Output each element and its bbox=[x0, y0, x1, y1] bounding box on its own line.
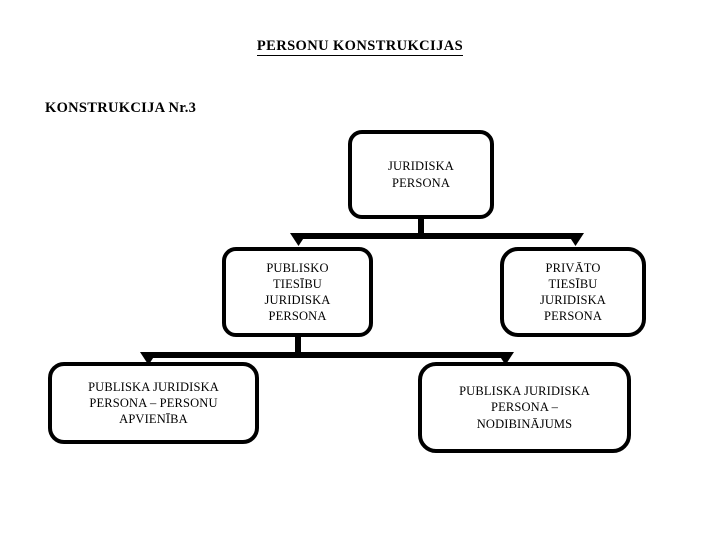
node-nodibinajums-label: PUBLISKA JURIDISKA PERSONA – NODIBINĀJUM… bbox=[459, 384, 590, 431]
page-title: PERSONU KONSTRUKCIJAS bbox=[0, 38, 720, 56]
node-publisko-tiesibu-juridiska-persona-label: PUBLISKO TIESĪBU JURIDISKA PERSONA bbox=[264, 260, 331, 324]
page-title-text: PERSONU KONSTRUKCIJAS bbox=[256, 38, 464, 56]
node-juridiska-persona[interactable]: JURIDISKA PERSONA bbox=[348, 130, 494, 219]
construction-subtitle: KONSTRUKCIJA Nr.3 bbox=[45, 100, 197, 116]
node-publisko-tiesibu-juridiska-persona[interactable]: PUBLISKO TIESĪBU JURIDISKA PERSONA bbox=[222, 247, 373, 337]
node-personu-apvieniba-label: PUBLISKA JURIDISKA PERSONA – PERSONU APV… bbox=[88, 379, 219, 427]
connector-top-to-level2 bbox=[290, 216, 585, 250]
node-privato-tiesibu-juridiska-persona-label: PRIVĀTO TIESĪBU JURIDISKA PERSONA bbox=[540, 260, 606, 324]
node-privato-tiesibu-juridiska-persona[interactable]: PRIVĀTO TIESĪBU JURIDISKA PERSONA bbox=[500, 247, 646, 337]
connector-public-to-level3 bbox=[140, 334, 515, 368]
connector-public-to-level3-svg bbox=[140, 334, 514, 365]
node-personu-apvieniba[interactable]: PUBLISKA JURIDISKA PERSONA – PERSONU APV… bbox=[48, 362, 259, 444]
connector-top-to-level2-svg bbox=[290, 216, 584, 246]
node-juridiska-persona-label: JURIDISKA PERSONA bbox=[388, 159, 454, 190]
node-nodibinajums[interactable]: PUBLISKA JURIDISKA PERSONA – NODIBINĀJUM… bbox=[418, 362, 631, 453]
